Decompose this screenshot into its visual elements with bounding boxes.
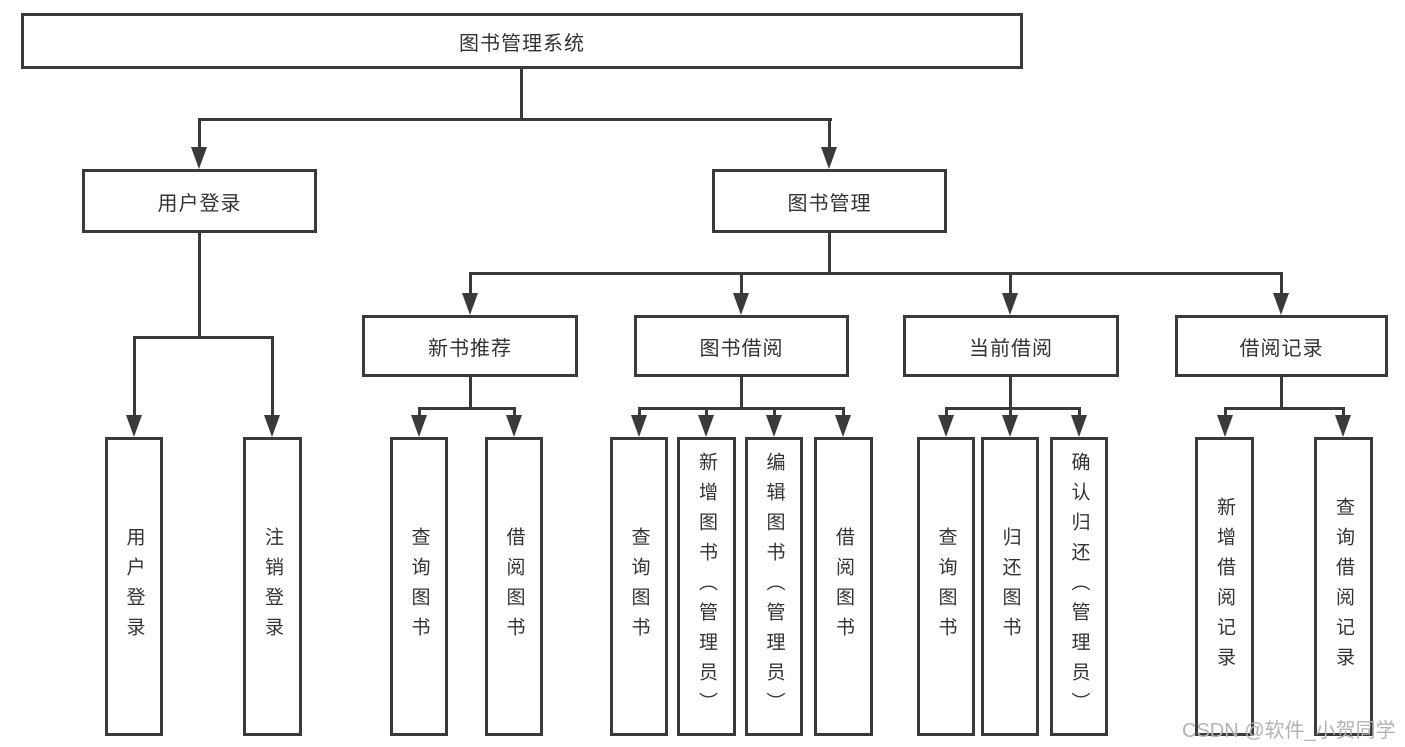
connector-line — [513, 407, 516, 418]
connector-line — [1009, 272, 1012, 295]
connector-line — [1280, 272, 1283, 295]
leaf-borrow-books-recommend: 借阅图书 — [485, 437, 543, 736]
connector-line — [418, 407, 516, 410]
leaf-query-books-borrow: 查询图书 — [610, 437, 668, 736]
arrow-down-icon — [191, 147, 207, 169]
connector-line — [1280, 377, 1283, 408]
leaf-edit-book-admin: 编辑图书（管理员） — [745, 437, 803, 736]
arrow-down-icon — [698, 415, 714, 437]
node-book-borrow: 图书借阅 — [634, 315, 849, 377]
leaf-confirm-return-admin: 确认归还（管理员） — [1050, 437, 1108, 736]
connector-line — [1009, 377, 1012, 408]
connector-line — [740, 377, 743, 408]
connector-line — [1224, 407, 1227, 418]
arrow-down-icon — [631, 415, 647, 437]
connector-line — [828, 233, 831, 273]
arrow-down-icon — [506, 415, 522, 437]
connector-line — [133, 336, 274, 339]
arrow-down-icon — [1217, 415, 1233, 437]
connector-line — [198, 233, 201, 337]
arrow-down-icon — [411, 415, 427, 437]
connector-line — [520, 69, 523, 119]
leaf-query-borrow-record: 查询借阅记录 — [1314, 437, 1373, 736]
leaf-query-books-recommend: 查询图书 — [390, 437, 448, 736]
leaf-add-book-admin: 新增图书（管理员） — [677, 437, 736, 736]
node-borrow-record: 借阅记录 — [1175, 315, 1388, 377]
arrow-down-icon — [264, 415, 280, 437]
arrow-down-icon — [821, 147, 837, 169]
leaf-query-books-current: 查询图书 — [917, 437, 975, 736]
arrow-down-icon — [938, 415, 954, 437]
connector-line — [198, 118, 832, 121]
leaf-add-borrow-record: 新增借阅记录 — [1195, 437, 1254, 736]
connector-line — [945, 407, 948, 418]
connector-line — [638, 407, 641, 418]
arrow-down-icon — [835, 415, 851, 437]
arrow-down-icon — [126, 415, 142, 437]
arrow-down-icon — [1071, 415, 1087, 437]
connector-line — [1224, 407, 1345, 410]
leaf-user-login: 用户登录 — [105, 437, 163, 736]
arrow-down-icon — [733, 293, 749, 315]
leaf-return-books: 归还图书 — [981, 437, 1039, 736]
arrow-down-icon — [1002, 293, 1018, 315]
connector-line — [1078, 407, 1081, 418]
arrow-down-icon — [462, 293, 478, 315]
node-user-login-branch: 用户登录 — [82, 169, 317, 233]
connector-line — [1342, 407, 1345, 418]
leaf-borrow-books: 借阅图书 — [814, 437, 873, 736]
node-book-management-branch: 图书管理 — [712, 169, 947, 233]
connector-line — [740, 272, 743, 295]
connector-line — [773, 407, 776, 418]
connector-line — [198, 118, 201, 151]
connector-line — [945, 407, 1081, 410]
arrow-down-icon — [766, 415, 782, 437]
connector-line — [469, 272, 472, 295]
leaf-logout: 注销登录 — [243, 437, 302, 736]
connector-line — [418, 407, 421, 418]
connector-line — [638, 407, 845, 410]
connector-line — [1009, 407, 1012, 418]
connector-line — [828, 118, 831, 151]
node-new-book-recommend: 新书推荐 — [362, 315, 578, 377]
arrow-down-icon — [1335, 415, 1351, 437]
connector-line — [469, 272, 1283, 275]
connector-line — [271, 336, 274, 418]
node-root: 图书管理系统 — [21, 13, 1023, 69]
connector-line — [133, 336, 136, 418]
connector-line — [705, 407, 708, 418]
connector-line — [842, 407, 845, 418]
node-current-borrow: 当前借阅 — [903, 315, 1119, 377]
arrow-down-icon — [1002, 415, 1018, 437]
connector-line — [469, 377, 472, 408]
csdn-watermark: CSDN @软件_小贺同学 — [1182, 720, 1396, 742]
arrow-down-icon — [1273, 293, 1289, 315]
